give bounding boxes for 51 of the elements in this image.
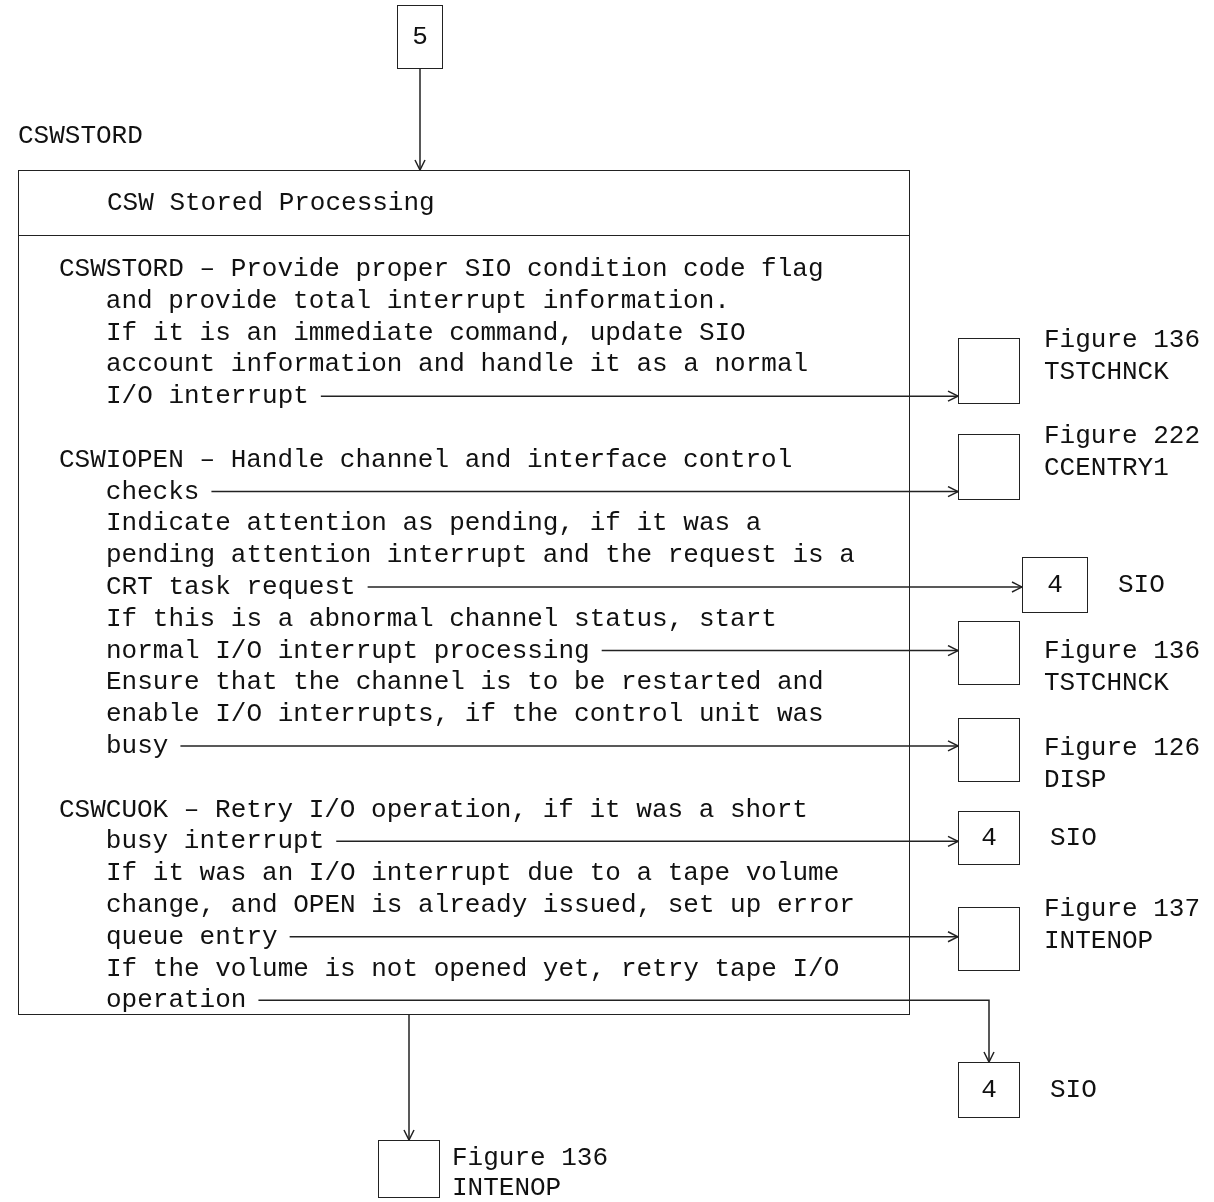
figure-reference: Figure 222 — [1044, 419, 1201, 452]
connector-box — [378, 1140, 440, 1198]
description-text: CSWIOPEN – Handle channel and interface control checks — [59, 444, 794, 509]
description-text: CSWCUOK – Retry I/O operation, if it was a short busy interrupt — [59, 794, 809, 859]
connector-number: 4 — [981, 1075, 997, 1105]
description-text: If this is a abnormal channel status, start normal I/O interrupt processing — [106, 603, 778, 668]
figure-reference: Figure 126 — [1044, 731, 1201, 764]
figure-reference: Figure 136 — [1044, 634, 1201, 667]
connector-box — [958, 620, 1020, 685]
box-heading: CSW Stored Processing — [19, 171, 909, 236]
connector-box — [1022, 556, 1088, 613]
connector-number: 5 — [412, 22, 428, 52]
arrow — [600, 644, 959, 657]
description-text: CSWSTORD – Provide proper SIO condition code flag and provide total interrupt information. — [59, 254, 825, 318]
connector-box — [958, 717, 1020, 782]
figure-reference: TSTCHNCK — [1044, 666, 1169, 699]
figure-reference: INTENOP — [1044, 924, 1154, 957]
arrow — [403, 1014, 415, 1141]
connector-box — [958, 906, 1020, 971]
figure-reference: Figure 136 — [1044, 324, 1201, 357]
connector-box — [958, 811, 1020, 866]
process-box — [18, 170, 910, 1015]
arrow — [366, 581, 1023, 593]
connector-box — [397, 5, 443, 69]
arrow — [210, 485, 959, 498]
figure-reference: Figure 136 — [452, 1142, 609, 1174]
arrow — [320, 390, 959, 402]
connector-box — [958, 433, 1020, 500]
figure-reference: CCENTRY1 — [1044, 451, 1169, 484]
connector-box — [958, 338, 1020, 405]
connector-number: 4 — [981, 823, 997, 854]
figure-reference: SIO — [1118, 568, 1165, 601]
arrow — [257, 999, 995, 1063]
routine-name: CSWSTORD — [18, 120, 143, 152]
description-text: Ensure that the channel is to be restarted and enable I/O interrupts, if the control unit was busy — [106, 667, 825, 763]
figure-reference: SIO — [1050, 822, 1097, 855]
figure-reference: Figure 137 — [1044, 892, 1201, 925]
description-text: If it is an immediate command, update SIO account information and handle it as a normal I/O interrupt — [106, 317, 810, 413]
figure-reference: DISP — [1044, 763, 1107, 796]
connector-number: 4 — [1047, 569, 1063, 600]
arrow — [288, 931, 959, 943]
arrow — [414, 68, 426, 171]
arrow — [179, 740, 959, 752]
figure-reference: INTENOP — [452, 1172, 562, 1202]
description-text: If it was an I/O interrupt due to a tape volume change, and OPEN is already issued, set up error queue entry — [106, 858, 856, 954]
figure-reference: SIO — [1050, 1074, 1097, 1106]
description-text: Indicate attention as pending, if it was a pending attention interrupt and the request is a CRT task request — [106, 508, 856, 604]
description-text: If the volume is not opened yet, retry tape I/O operation — [106, 953, 841, 1018]
figure-reference: TSTCHNCK — [1044, 356, 1169, 389]
arrow — [335, 835, 959, 848]
connector-box — [958, 1062, 1020, 1118]
